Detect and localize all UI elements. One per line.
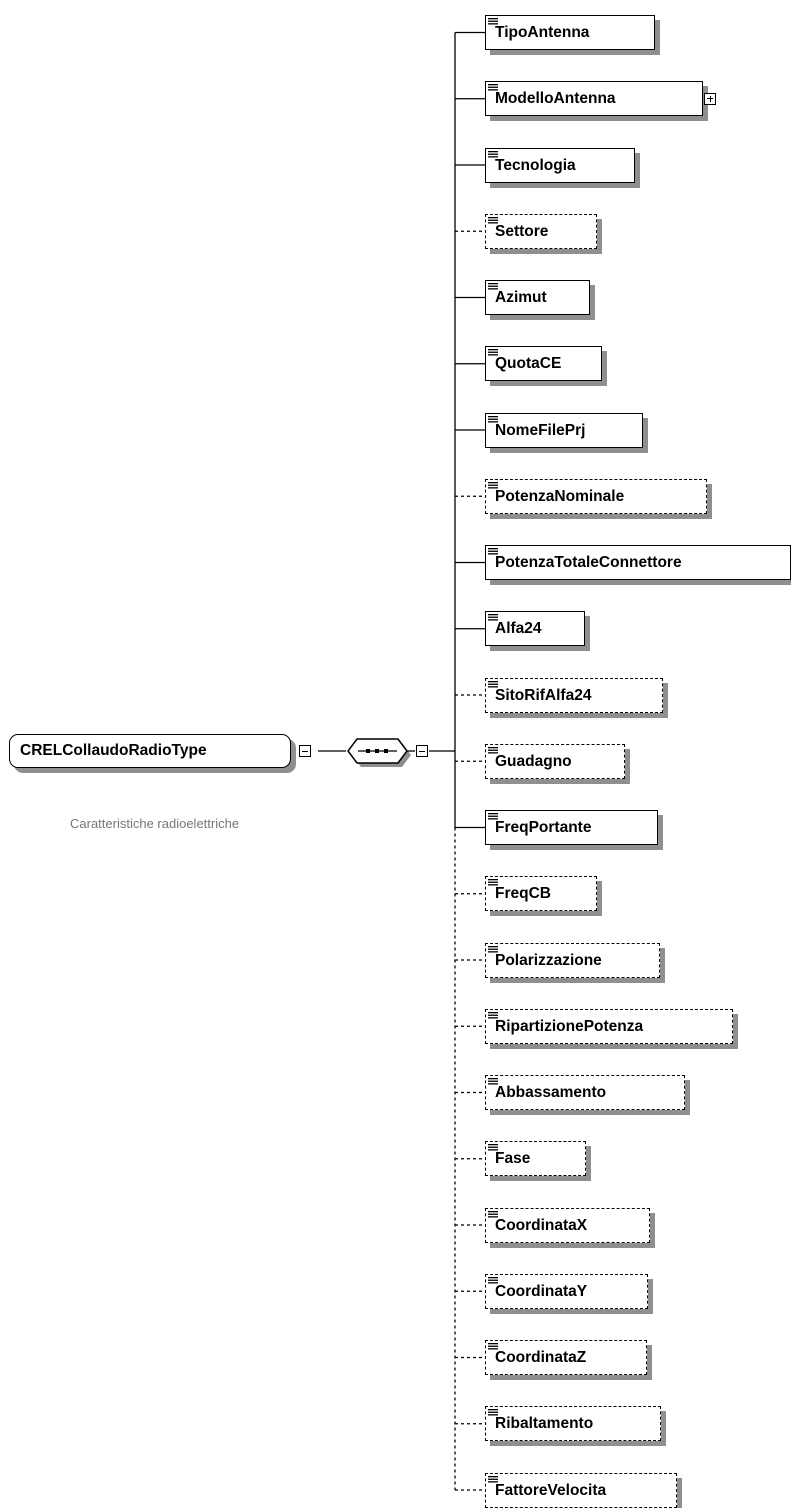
element-icon — [488, 349, 498, 356]
element-label: CoordinataZ — [495, 1349, 587, 1366]
element-label: TipoAntenna — [495, 24, 590, 41]
element-freq-portante[interactable]: FreqPortante — [485, 810, 658, 845]
element-quota-ce[interactable]: QuotaCE — [485, 346, 602, 382]
element-icon — [488, 1011, 498, 1019]
element-label: Guadagno — [495, 752, 572, 770]
element-icon — [488, 84, 498, 91]
element-label: RipartizionePotenza — [495, 1017, 644, 1035]
element-label: FattoreVelocita — [495, 1481, 607, 1499]
element-icon — [488, 945, 498, 952]
element-modello-antenna[interactable]: ModelloAntenna — [485, 81, 703, 117]
element-potenza-nominale[interactable]: PotenzaNominale — [485, 478, 707, 514]
element-label: Abbassamento — [495, 1084, 607, 1101]
element-freq-cb[interactable]: FreqCB — [485, 876, 597, 912]
element-icon — [488, 283, 498, 290]
element-label: CoordinataX — [495, 1216, 588, 1234]
root-type-box[interactable] — [9, 734, 291, 768]
element-icon — [488, 1343, 498, 1350]
element-label: PotenzaNominale — [495, 487, 625, 505]
element-label: FreqCB — [495, 885, 551, 903]
element-fattore-velocita[interactable]: FattoreVelocita — [485, 1472, 677, 1508]
element-azimut[interactable]: Azimut — [485, 280, 590, 315]
element-icon — [488, 746, 498, 754]
element-label: CoordinataY — [495, 1282, 588, 1300]
element-icon — [488, 1210, 498, 1217]
element-label: Fase — [495, 1150, 531, 1168]
element-icon — [488, 614, 498, 621]
element-icon — [488, 415, 498, 422]
element-icon — [488, 1409, 498, 1416]
element-polarizzazione[interactable]: Polarizzazione — [485, 942, 660, 978]
element-tipo-antenna[interactable]: TipoAntenna — [485, 15, 655, 50]
element-label: Ribaltamento — [495, 1415, 594, 1433]
element-icon — [488, 1144, 498, 1151]
element-icon — [488, 1078, 498, 1085]
element-icon — [488, 1276, 498, 1284]
element-label: ModelloAntenna — [495, 90, 616, 108]
element-label: Polarizzazione — [495, 951, 602, 969]
element-coordinata-y[interactable]: CoordinataY — [485, 1273, 648, 1309]
element-icon — [488, 481, 498, 489]
root-type-name: CRELCollaudoRadioType — [20, 742, 207, 759]
element-icon — [488, 680, 498, 687]
element-label: NomeFilePrj — [495, 421, 586, 439]
element-coordinata-x[interactable]: CoordinataX — [485, 1207, 650, 1243]
element-guadagno[interactable]: Guadagno — [485, 743, 625, 779]
element-nome-file-prj[interactable]: NomeFilePrj — [485, 412, 643, 448]
element-potenza-totale-connettore[interactable]: PotenzaTotaleConnettore — [485, 545, 791, 580]
element-icon — [488, 813, 498, 820]
element-ribaltamento[interactable]: Ribaltamento — [485, 1406, 661, 1442]
root-collapse-toggle[interactable] — [299, 745, 311, 757]
element-icon — [488, 216, 498, 224]
element-icon — [488, 150, 498, 157]
element-tecnologia[interactable]: Tecnologia — [485, 147, 635, 183]
element-label: FreqPortante — [495, 819, 592, 836]
element-label: QuotaCE — [495, 355, 562, 373]
element-sito-rif-alfa24[interactable]: SitoRifAlfa24 — [485, 677, 663, 713]
element-label: Azimut — [495, 289, 547, 306]
element-label: Settore — [495, 222, 549, 240]
element-abbassamento[interactable]: Abbassamento — [485, 1075, 685, 1110]
sequence-collapse-toggle[interactable] — [416, 745, 428, 757]
element-icon — [488, 879, 498, 886]
element-icon — [488, 1475, 498, 1482]
element-alfa24[interactable]: Alfa24 — [485, 611, 585, 647]
element-label: Tecnologia — [495, 156, 576, 174]
element-fase[interactable]: Fase — [485, 1141, 586, 1177]
element-settore[interactable]: Settore — [485, 213, 597, 249]
element-label: SitoRifAlfa24 — [495, 686, 592, 704]
root-type-description: Caratteristiche radioelettriche — [70, 816, 240, 831]
element-icon — [488, 18, 498, 25]
element-ripartizione-potenza[interactable]: RipartizionePotenza — [485, 1008, 733, 1044]
element-label: Alfa24 — [495, 620, 542, 638]
element-coordinata-z[interactable]: CoordinataZ — [485, 1340, 647, 1375]
element-icon — [488, 548, 498, 555]
expand-toggle-modello-antenna[interactable] — [704, 92, 716, 105]
element-label: PotenzaTotaleConnettore — [495, 554, 682, 571]
